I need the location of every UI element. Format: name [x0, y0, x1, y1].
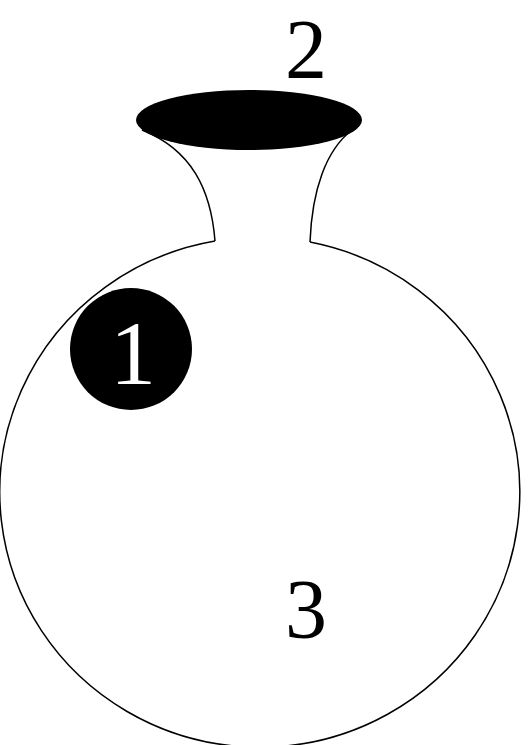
callout-circle: 1 [70, 288, 192, 410]
callout-number: 1 [110, 307, 156, 399]
flask-neck [310, 130, 352, 242]
stopper [136, 90, 362, 150]
callout-number: 2 [285, 8, 327, 92]
callout-number: 3 [285, 568, 327, 652]
flask-body [0, 241, 520, 745]
